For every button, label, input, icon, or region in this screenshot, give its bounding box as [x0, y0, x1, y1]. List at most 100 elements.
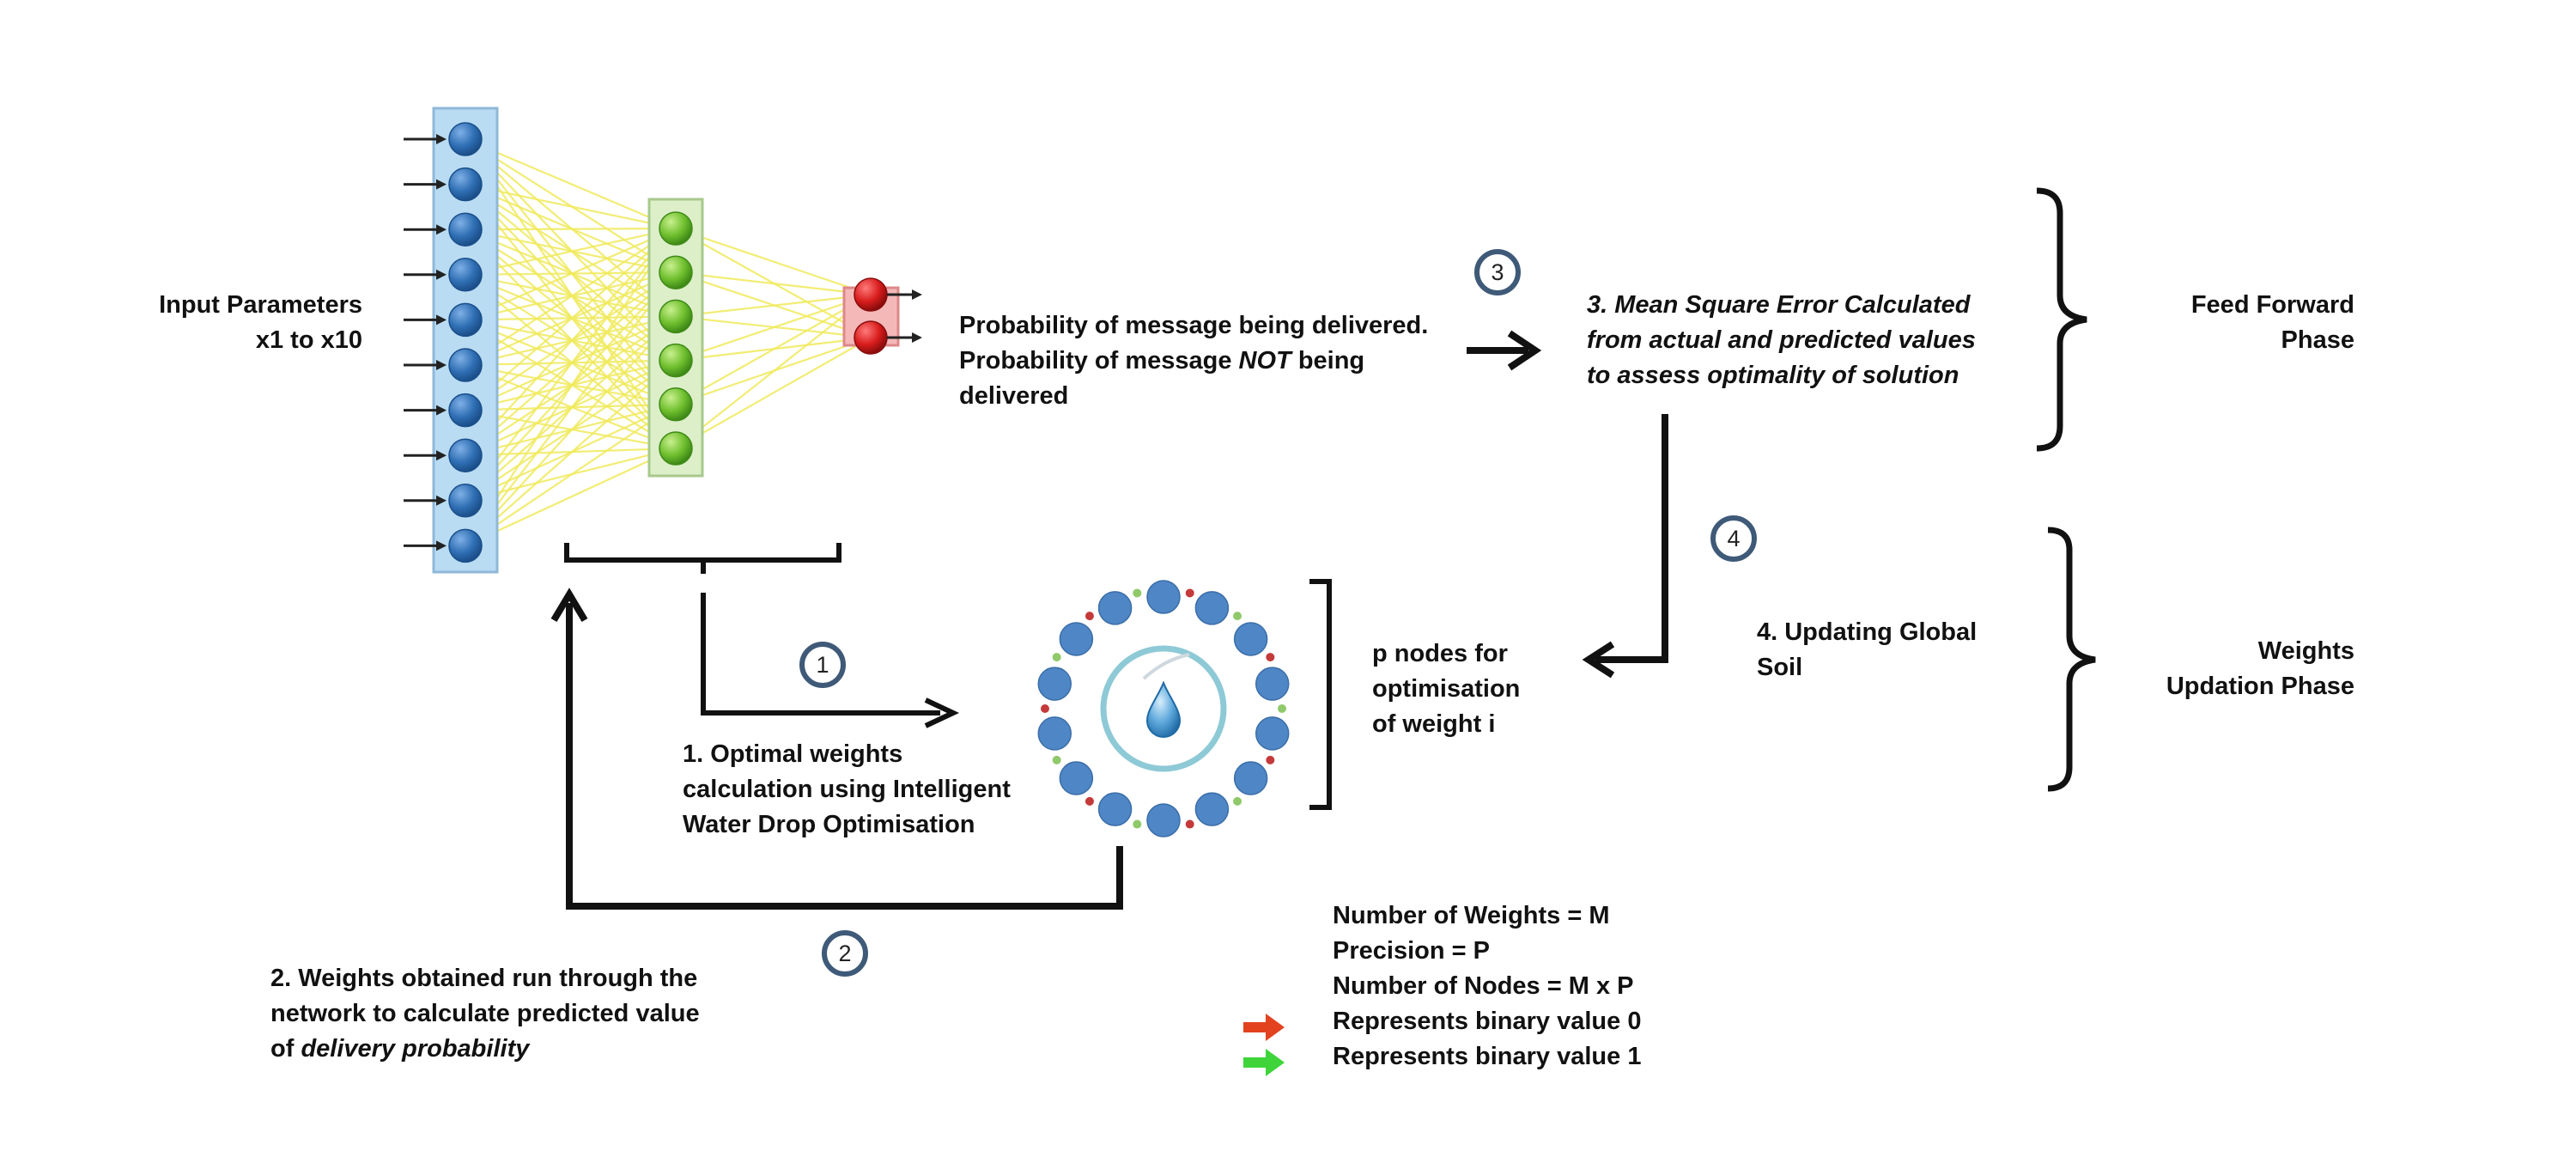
input-node [448, 167, 483, 202]
hidden-node [659, 431, 693, 466]
connection-line [465, 183, 677, 230]
neural-network [404, 107, 922, 574]
output-arrows [887, 289, 922, 343]
legend: Number of Weights = M Precision = P Numb… [1333, 898, 1641, 1075]
ring-nodes [1037, 580, 1290, 837]
ring-dot [1185, 819, 1194, 829]
connection-line [465, 137, 677, 230]
input-arrowhead [436, 540, 447, 551]
connection-line [465, 448, 677, 547]
input-node [448, 484, 483, 518]
ring-node [1146, 803, 1181, 837]
input-arrowhead [436, 405, 447, 416]
ring-dot [1233, 612, 1242, 621]
input-node [448, 393, 483, 428]
connection-line [465, 271, 677, 547]
legend-green-arrow-icon [1243, 1049, 1285, 1076]
hidden-nodes [659, 211, 693, 466]
connection-line [675, 337, 872, 449]
input-node [448, 212, 483, 247]
input-node [448, 302, 483, 338]
input-node [448, 348, 483, 382]
input-label-line2: x1 to x10 [255, 326, 362, 354]
ring-node [1097, 591, 1133, 625]
output-probability-label: Probability of message being delivered. … [959, 308, 1428, 414]
connection-line [675, 294, 872, 405]
water-drop-icon [1145, 680, 1182, 738]
connection-line [465, 228, 677, 366]
ring-node [1233, 761, 1268, 795]
step-2-badge-number: 2 [838, 940, 852, 966]
ring-dot [1041, 704, 1049, 713]
step-3-text: 3. Mean Square Error Calculated from act… [1587, 288, 1976, 393]
ring-dots [1041, 588, 1286, 829]
step-3-line1: 3. Mean Square Error Calculated [1587, 291, 1971, 319]
connection-line [465, 228, 677, 502]
connection-line [675, 293, 872, 362]
step-3-line3: to assess optimality of solution [1587, 362, 1959, 389]
step-4-badge-number: 4 [1727, 525, 1741, 551]
ring-node [1233, 622, 1268, 656]
step-4-arrow [1582, 414, 1668, 679]
input-node [448, 528, 483, 563]
output-arrowhead [912, 332, 922, 343]
ring-dot [1266, 653, 1275, 662]
input-arrowhead [436, 314, 447, 326]
output-node [854, 277, 888, 312]
step-3-line2: from actual and predicted values [1587, 326, 1976, 354]
ring-node [1146, 580, 1181, 614]
ring-node [1255, 667, 1290, 701]
step-2-line2: network to calculate predicted value [270, 1000, 700, 1027]
legend-line3: Number of Nodes = M x P [1333, 972, 1634, 1000]
step-2-line3-ital: delivery probability [301, 1035, 530, 1063]
connection-line [675, 294, 872, 449]
input-arrowhead [436, 360, 447, 370]
output-line2-ital: NOT [1238, 347, 1291, 375]
step-1-line1: 1. Optimal weights [683, 740, 903, 768]
p-nodes-line3: of weight i [1372, 710, 1496, 738]
water-drop-ring [1037, 580, 1290, 837]
connection-line [465, 227, 677, 321]
connection-line [675, 271, 872, 296]
step-1-line2: calculation using Intelligent [683, 776, 1011, 803]
connection-lines [465, 137, 872, 547]
step-4-line1: 4. Updating Global [1757, 618, 1978, 646]
connection-line [675, 227, 872, 296]
output-line2-pre: Probability of message [959, 347, 1239, 375]
ring-swoosh [1142, 653, 1190, 680]
ring-node [1255, 716, 1290, 751]
connection-line [465, 227, 677, 276]
step-3-badge: 3 [1474, 249, 1521, 295]
feed-forward-line1: Feed Forward [2190, 291, 2354, 319]
hidden-node [659, 299, 693, 334]
ring-node [1194, 591, 1230, 625]
step-2-line3: of delivery probability [270, 1032, 700, 1067]
step-1-line3: Water Drop Optimisation [683, 811, 975, 838]
connection-line [465, 228, 677, 411]
ring-dot [1084, 796, 1094, 806]
hidden-node [659, 211, 693, 246]
feed-forward-phase-label: Feed Forward Phase [2164, 288, 2354, 358]
connection-line [465, 403, 677, 547]
output-arrowhead [912, 289, 922, 300]
step-1-badge-number: 1 [816, 651, 829, 678]
connection-line [465, 359, 677, 547]
ring-dot [1233, 796, 1242, 806]
input-arrows [404, 134, 447, 551]
ring-dot [1278, 704, 1286, 713]
connection-line [465, 228, 677, 547]
weights-update-line1: Weights [2257, 637, 2354, 665]
input-arrowhead [436, 134, 447, 144]
connection-line [675, 293, 872, 318]
hidden-node [659, 255, 693, 289]
step-2-line3-pre: of [270, 1035, 301, 1063]
legend-red-label: Represents binary value 0 [1333, 1008, 1642, 1035]
step-4-badge: 4 [1710, 515, 1757, 562]
step-1-badge: 1 [799, 642, 846, 688]
step-4-line2: Soil [1757, 654, 1803, 681]
feed-forward-line2: Phase [2281, 326, 2354, 354]
legend-line2: Precision = P [1333, 937, 1490, 965]
input-node [448, 438, 483, 472]
input-label-line1: Input Parameters [159, 291, 362, 319]
